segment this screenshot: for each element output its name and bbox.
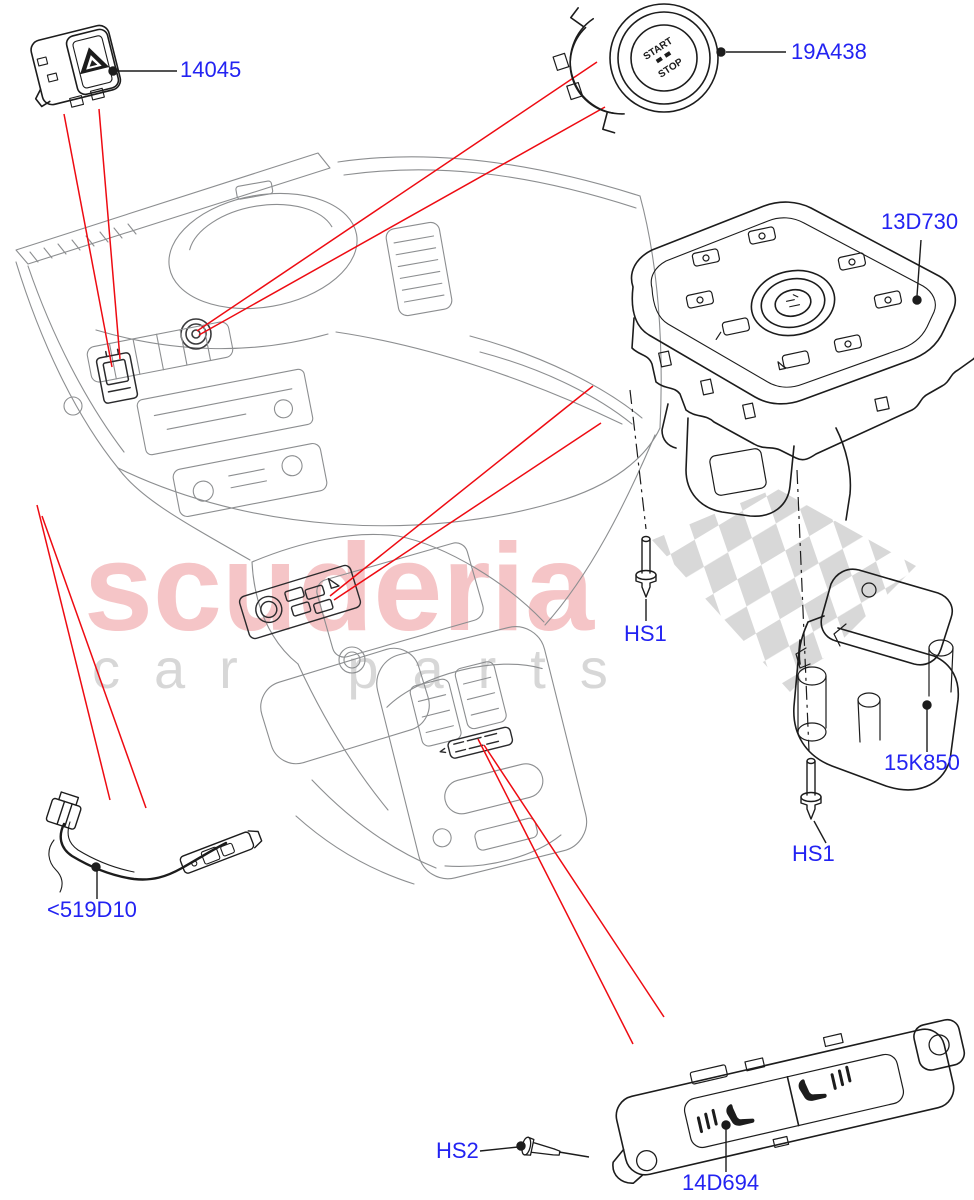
part-label-19A438[interactable]: 19A438	[791, 39, 867, 64]
part-label-14D694[interactable]: 14D694	[682, 1170, 760, 1195]
leader-lines	[91, 47, 932, 1172]
part-label-HS1-lower[interactable]: HS1	[792, 841, 835, 866]
part-label-HS1-upper[interactable]: HS1	[624, 621, 667, 646]
callout-lines	[36, 61, 665, 1045]
module-bracket-part	[793, 568, 960, 791]
part-label-13D730[interactable]: 13D730	[881, 209, 959, 234]
dashboard-line-art	[15, 152, 662, 527]
hazard-triangle-icon	[80, 47, 110, 75]
screw-hs1-upper	[635, 535, 657, 598]
watermark-tagline: car parts	[92, 637, 642, 700]
part-label-HS2[interactable]: HS2	[436, 1138, 479, 1163]
wiring-harness-part	[45, 791, 263, 893]
start-stop-location	[180, 318, 212, 350]
screw-hs1-lower	[800, 757, 822, 820]
hazard-switch-part	[30, 24, 122, 108]
part-label-519D10[interactable]: <519D10	[47, 897, 137, 922]
seat-heater-switch-part	[612, 1018, 966, 1184]
checkered-flag	[652, 488, 916, 692]
hazard-switch-location	[95, 348, 139, 404]
start-stop-button-part: START STOP	[552, 3, 719, 134]
watermark: scuderia car parts	[84, 488, 916, 700]
part-label-15K850[interactable]: 15K850	[884, 750, 960, 775]
center-console-line-art	[117, 434, 656, 885]
terrain-response-module-part	[630, 201, 974, 521]
start-stop-button-text: START STOP	[642, 36, 686, 81]
part-label-14045[interactable]: 14045	[180, 57, 242, 82]
rear-seat-switch-location	[439, 726, 514, 759]
screw-hs2	[521, 1136, 561, 1156]
assembly-axis-lines	[629, 389, 810, 752]
